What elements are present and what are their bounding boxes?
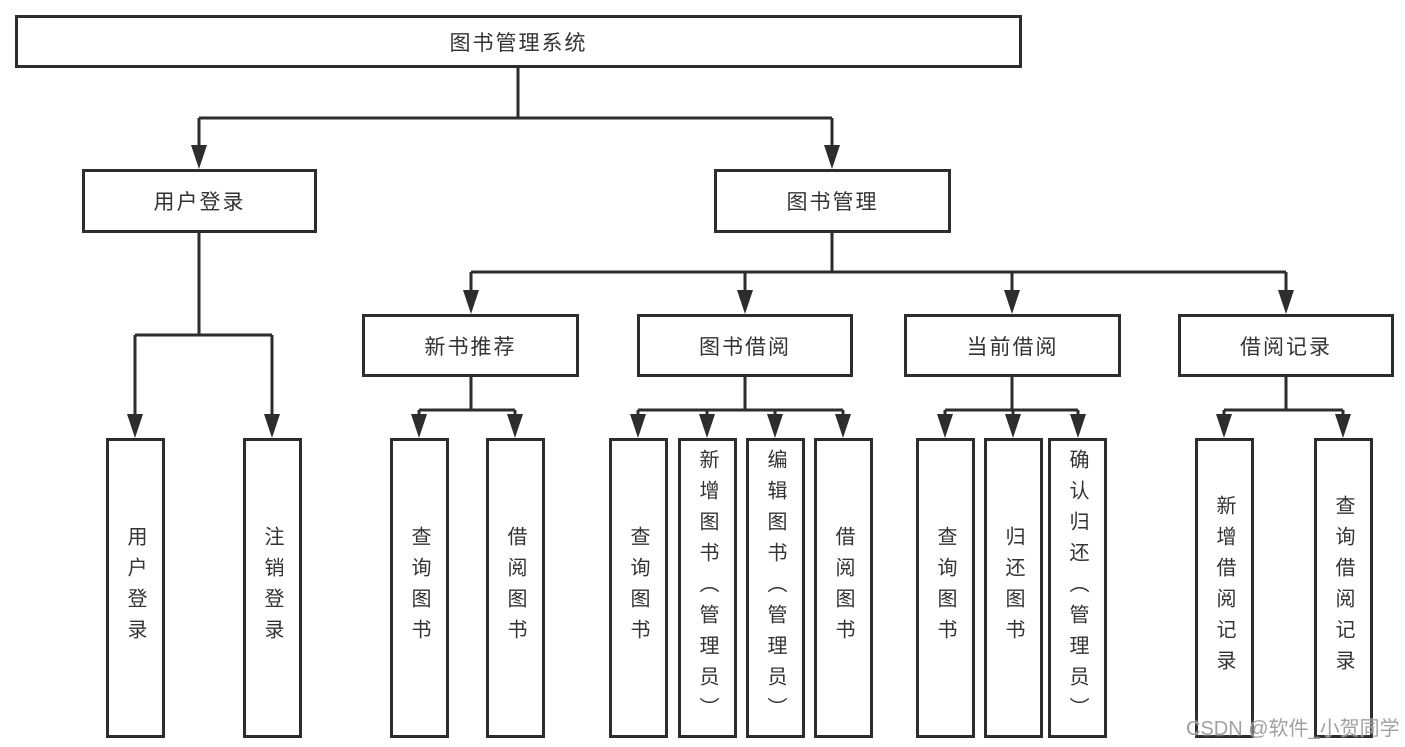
node-root-label: 图书管理系统: [449, 31, 588, 55]
node-user-login: 用户登录: [82, 169, 317, 233]
node-current-borrow-label: 当前借阅: [966, 335, 1059, 359]
leaf-return-book-label: 归还图书: [1002, 526, 1024, 650]
leaf-borrow-book-recommend: 借阅图书: [486, 438, 545, 738]
leaf-query-book-borrow: 查询图书: [609, 438, 668, 738]
leaf-query-book-borrow-label: 查询图书: [627, 526, 649, 650]
leaf-query-book-recommend: 查询图书: [390, 438, 449, 738]
leaf-user-login: 用户登录: [106, 438, 165, 738]
node-book-borrow-label: 图书借阅: [699, 335, 791, 359]
leaf-return-book: 归还图书: [984, 438, 1043, 738]
leaf-confirm-return-admin-label: 确认归还（管理员）: [1066, 448, 1088, 728]
leaf-confirm-return-admin: 确认归还（管理员）: [1048, 438, 1107, 738]
node-borrow-record-label: 借阅记录: [1240, 335, 1332, 359]
node-book-management-label: 图书管理: [786, 191, 879, 214]
leaf-logout: 注销登录: [243, 438, 302, 738]
leaf-add-borrow-record-label: 新增借阅记录: [1213, 495, 1235, 681]
node-new-book-recommend: 新书推荐: [362, 314, 579, 377]
leaf-logout-label: 注销登录: [261, 526, 283, 650]
node-current-borrow: 当前借阅: [904, 314, 1121, 377]
leaf-query-borrow-record: 查询借阅记录: [1314, 438, 1373, 738]
leaf-query-book-current: 查询图书: [916, 438, 975, 738]
node-new-book-recommend-label: 新书推荐: [424, 335, 517, 359]
leaf-query-book-current-label: 查询图书: [934, 526, 956, 650]
leaf-add-borrow-record: 新增借阅记录: [1195, 438, 1254, 738]
leaf-edit-book-admin-label: 编辑图书（管理员）: [764, 448, 786, 728]
leaf-edit-book-admin: 编辑图书（管理员）: [746, 438, 805, 738]
leaf-add-book-admin: 新增图书（管理员）: [678, 438, 737, 738]
node-user-login-label: 用户登录: [153, 191, 246, 214]
node-book-management: 图书管理: [714, 169, 951, 233]
node-root: 图书管理系统: [15, 15, 1022, 68]
node-book-borrow: 图书借阅: [637, 314, 853, 377]
arrowheads: [127, 145, 1351, 438]
leaf-borrow-book-label: 借阅图书: [832, 526, 854, 650]
leaf-query-book-recommend-label: 查询图书: [408, 526, 430, 650]
leaf-add-book-admin-label: 新增图书（管理员）: [696, 448, 718, 728]
connector-paths: [133, 68, 1345, 417]
leaf-query-borrow-record-label: 查询借阅记录: [1332, 495, 1354, 681]
leaf-borrow-book: 借阅图书: [814, 438, 873, 738]
leaf-user-login-label: 用户登录: [124, 526, 146, 650]
csdn-watermark: CSDN @软件_小贺同学: [1186, 718, 1400, 740]
node-borrow-record: 借阅记录: [1178, 314, 1394, 377]
leaf-borrow-book-recommend-label: 借阅图书: [504, 526, 526, 650]
